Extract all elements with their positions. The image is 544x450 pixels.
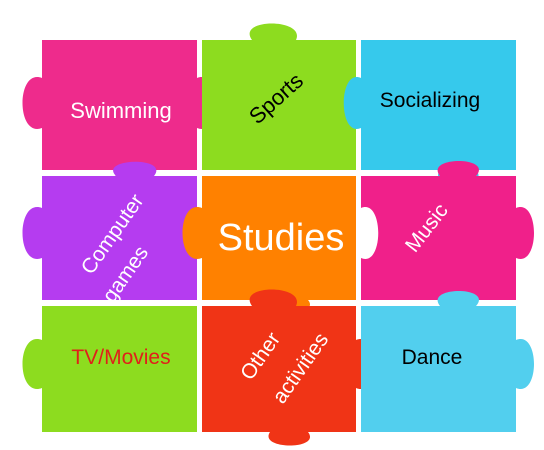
piece-socializing: Socializing [343,40,516,185]
piece-swimming: Swimming [22,40,215,185]
piece-studies-label: Studies [218,217,345,259]
piece-tv-movies-shape [22,306,197,432]
piece-computer-games-shape [22,161,197,300]
piece-dance: Dance [361,291,534,432]
piece-computer-games: Computer games [22,161,197,307]
piece-socializing-shape [343,40,516,185]
piece-swimming-shape [22,40,215,185]
piece-other-activities: Other activities [202,289,374,446]
piece-other-activities-shape [202,289,374,446]
piece-sports-shape [202,23,356,170]
piece-swimming-label: Swimming [70,98,171,123]
piece-dance-label: Dance [402,346,463,369]
piece-tv-movies-label: TV/Movies [71,346,170,369]
piece-studies-shape [182,176,356,313]
piece-music: Music [361,161,534,300]
piece-studies: Studies [182,176,356,313]
piece-music-shape [361,161,534,300]
piece-dance-shape [361,291,534,432]
piece-sports: Sports [202,23,356,170]
piece-socializing-label: Socializing [380,89,480,112]
piece-tv-movies: TV/Movies [22,306,197,432]
